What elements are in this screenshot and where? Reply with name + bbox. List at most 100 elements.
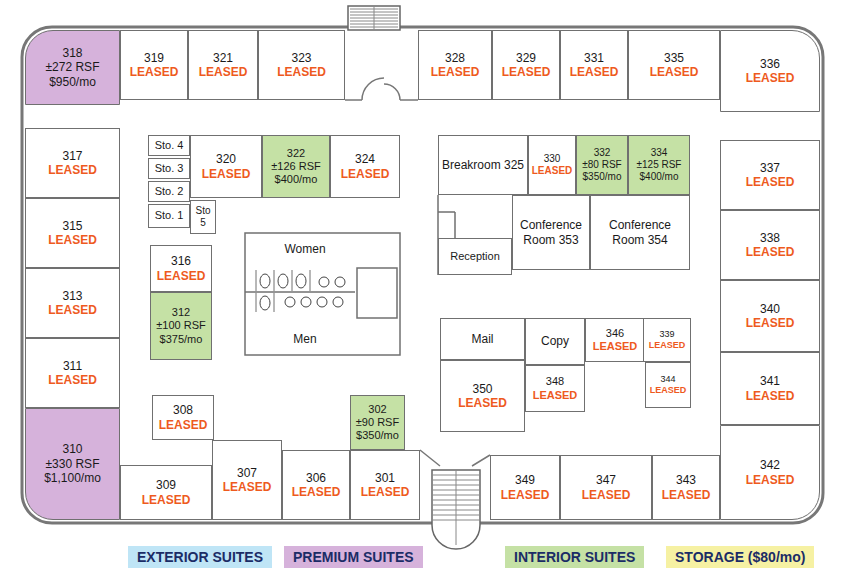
restroom-partition [245, 291, 355, 293]
lease-status: LEASED [341, 167, 390, 181]
suite-detail: ±100 RSF [156, 319, 205, 332]
leased-suite: 317LEASED [25, 128, 120, 198]
sink-symbol [317, 297, 327, 307]
lease-status: LEASED [570, 65, 619, 79]
lease-status: LEASED [649, 340, 686, 351]
lease-status: LEASED [533, 389, 578, 402]
suite-detail: $950/mo [49, 75, 96, 89]
suite-number: 341 [760, 374, 780, 388]
leased-suite: 308LEASED [152, 395, 214, 440]
lease-status: LEASED [532, 165, 573, 177]
suite-number: 312 [172, 306, 190, 319]
leased-suite: 346LEASED [585, 318, 645, 362]
suite-number: 334 [651, 147, 668, 159]
plumbing-chase [357, 268, 397, 318]
toilet-symbol [278, 274, 288, 288]
leased-suite: 338LEASED [720, 210, 820, 280]
leased-suite: 331LEASED [560, 30, 628, 100]
stall-partitions [256, 270, 310, 291]
lease-status: LEASED [746, 389, 795, 403]
suite-number: 338 [760, 231, 780, 245]
suite-number: 322 [287, 147, 305, 160]
common-room: Sto 5 [190, 200, 216, 234]
leased-suite: 315LEASED [25, 198, 120, 268]
lease-status: LEASED [157, 269, 206, 283]
common-room: Reception [438, 238, 512, 275]
legend-swatch: PREMIUM SUITES [284, 546, 423, 568]
lease-status: LEASED [142, 493, 191, 507]
legend-label: STORAGE ($80/mo) [675, 549, 805, 565]
suite-number: 320 [216, 152, 236, 166]
suite-number: 347 [596, 473, 616, 487]
suite-number: 332 [594, 147, 611, 159]
suite-number: 344 [660, 374, 675, 385]
leased-suite: 316LEASED [150, 245, 212, 292]
suite-number: 316 [171, 254, 191, 268]
leased-suite: 324LEASED [330, 135, 400, 198]
toilet-symbol [260, 274, 270, 288]
room-label: Men [293, 332, 316, 346]
leased-suite: 344LEASED [645, 362, 691, 408]
interior-suite: 302±90 RSF$350/mo [350, 395, 405, 450]
room-label: Sto. 1 [155, 209, 184, 222]
leased-suite: 336LEASED [720, 30, 820, 112]
common-room: Conference Room 354 [590, 195, 690, 270]
toilet-symbol [260, 296, 270, 310]
suite-number: 324 [355, 152, 375, 166]
room-label: Sto. 3 [155, 162, 184, 175]
leased-suite: 319LEASED [120, 30, 188, 100]
suite-number: 315 [62, 219, 82, 233]
vestibule-walls [345, 78, 418, 100]
suite-number: 348 [546, 375, 564, 388]
suite-number: 335 [664, 51, 684, 65]
lease-status: LEASED [202, 167, 251, 181]
legend-label: EXTERIOR SUITES [137, 549, 263, 565]
lease-status: LEASED [650, 385, 687, 396]
room-label: Sto 5 [193, 205, 213, 229]
suite-number: 301 [375, 471, 395, 485]
suite-number: 329 [516, 51, 536, 65]
lease-status: LEASED [48, 163, 97, 177]
interior-suite: 312±100 RSF$375/mo [150, 292, 212, 360]
leased-suite: 323LEASED [258, 30, 345, 100]
leased-suite: 301LEASED [350, 450, 420, 520]
entry-walls [420, 450, 490, 466]
restroom-area: Men [258, 326, 352, 352]
room-label: Mail [471, 332, 493, 346]
lease-status: LEASED [277, 65, 326, 79]
leased-suite: 307LEASED [212, 440, 282, 520]
lease-status: LEASED [458, 396, 507, 410]
legend-label: PREMIUM SUITES [293, 549, 414, 565]
room-label: Women [284, 242, 325, 256]
leased-suite: 339LEASED [643, 318, 691, 362]
suite-number: 340 [760, 302, 780, 316]
leased-suite: 306LEASED [282, 450, 350, 520]
suite-detail: $350/mo [356, 429, 399, 442]
leased-suite: 337LEASED [720, 140, 820, 210]
leased-suite: 311LEASED [25, 338, 120, 408]
sink-symbol [319, 277, 329, 287]
leased-suite: 313LEASED [25, 268, 120, 338]
stall-partitions [256, 293, 274, 312]
suite-number: 350 [472, 382, 492, 396]
leased-suite: 347LEASED [560, 455, 652, 520]
lease-status: LEASED [223, 480, 272, 494]
sink-symbol [335, 277, 345, 287]
leased-suite: 349LEASED [490, 455, 560, 520]
lease-status: LEASED [650, 65, 699, 79]
leased-suite: 341LEASED [720, 352, 820, 425]
leased-suite: 348LEASED [525, 365, 585, 412]
suite-number: 337 [760, 161, 780, 175]
suite-number: 343 [676, 473, 696, 487]
room-label: Sto. 2 [155, 185, 184, 198]
lease-status: LEASED [746, 71, 795, 85]
lease-status: LEASED [502, 65, 551, 79]
lease-status: LEASED [501, 488, 550, 502]
suite-number: 323 [291, 51, 311, 65]
lease-status: LEASED [48, 373, 97, 387]
suite-number: 313 [62, 289, 82, 303]
suite-detail: $350/mo [583, 171, 622, 183]
lease-status: LEASED [431, 65, 480, 79]
building-outline [22, 27, 823, 523]
leased-suite: 321LEASED [188, 30, 258, 100]
